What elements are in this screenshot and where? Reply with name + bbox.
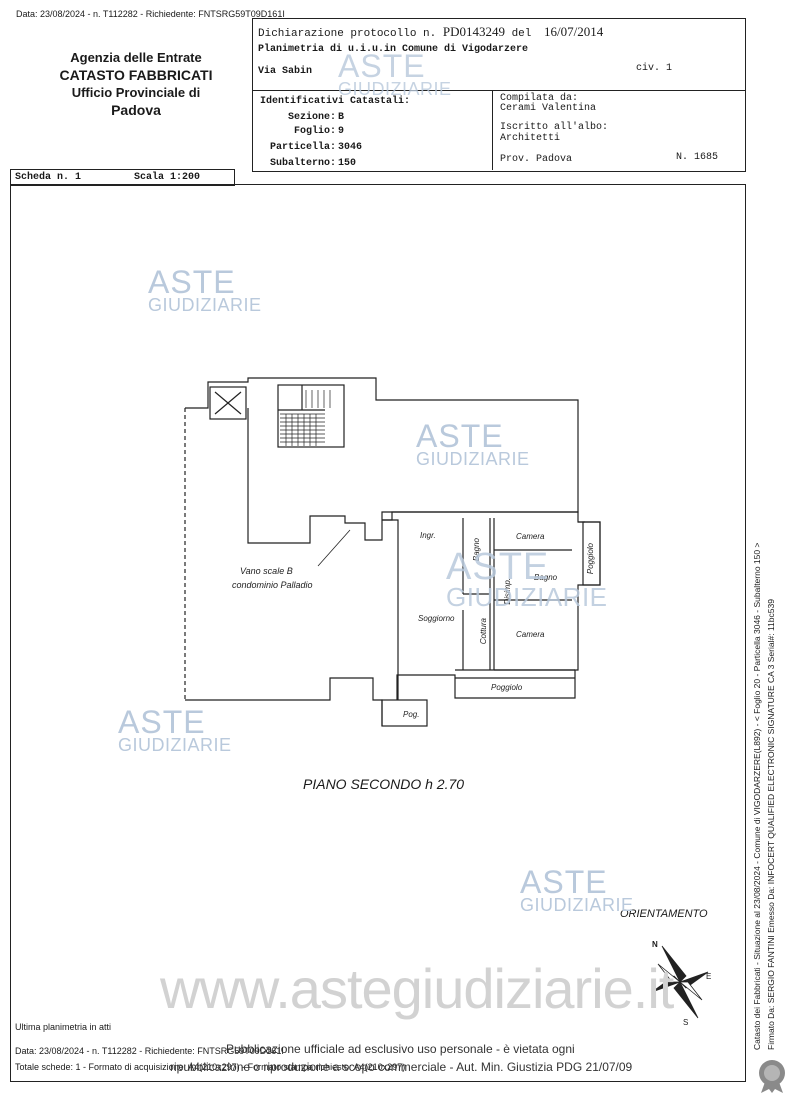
albo-number: N. 1685 xyxy=(676,152,719,163)
room-camera-2: Camera xyxy=(516,630,545,639)
room-bagno-2: Bagno xyxy=(534,573,558,582)
agency-name: Agenzia delle Entrate xyxy=(70,50,202,65)
room-ingresso: Ingr. xyxy=(420,531,436,540)
protocol-number: PD0143249 xyxy=(442,24,505,39)
compass-e: E xyxy=(706,972,712,981)
sezione-label: Sezione: xyxy=(287,112,336,123)
room-poggiolo-bottom: Poggiolo xyxy=(491,683,523,692)
top-print-line: Data: 23/08/2024 - n. T112282 - Richiede… xyxy=(16,9,285,19)
side-catasto-text: Catasto dei Fabbricati - Situazione al 2… xyxy=(752,542,762,1050)
compilata-label: Compilata da: xyxy=(500,93,579,104)
subalterno-label: Subalterno: xyxy=(269,158,336,169)
header-box xyxy=(252,18,746,172)
orientation-label: ORIENTAMENTO xyxy=(620,908,708,920)
compiler-name: Cerami Valentina xyxy=(500,103,597,114)
stair-label-1: Vano scale B xyxy=(240,566,293,576)
planimetria-line: Planimetria di u.i.u.in Comune di Vigoda… xyxy=(258,44,529,55)
scala-label: Scala 1:200 xyxy=(134,172,201,183)
agency-city: Padova xyxy=(111,102,161,118)
protocol-date: 16/07/2014 xyxy=(544,24,604,39)
side-signature-text: Firmato Da: SERGIO FANTINI Emesso Da: IN… xyxy=(766,599,776,1050)
footer-notice-2: ripubblicazione o riproduzione a scopo c… xyxy=(170,1060,633,1074)
room-soggiorno: Soggiorno xyxy=(418,614,455,623)
room-cottura: Cottura xyxy=(479,618,488,645)
particella-label: Particella: xyxy=(269,142,336,153)
dichiarazione-line: Dichiarazione protocollo n. PD0143249 de… xyxy=(258,24,604,40)
compass-n: N xyxy=(652,940,658,949)
province-label: Prov. Padova xyxy=(500,154,573,165)
foglio-label: Foglio: xyxy=(293,126,336,137)
stair-label-2: condominio Palladio xyxy=(232,580,313,590)
agency-office: Ufficio Provinciale di xyxy=(71,85,201,100)
watermark-site: www.astegiudiziarie.it xyxy=(160,957,674,1020)
seal-icon xyxy=(759,1060,785,1093)
ultima-planimetria: Ultima planimetria in atti xyxy=(15,1022,112,1032)
identifiers-title: Identificativi Catastali: xyxy=(260,96,411,107)
civ-number: civ. 1 xyxy=(636,63,673,74)
compass-rose-icon xyxy=(651,945,709,1019)
footer-totale-line: Totale schede: 1 - Formato di acquisizio… xyxy=(15,1062,406,1072)
agency-catasto: CATASTO FABBRICATI xyxy=(59,67,213,83)
sezione-value: B xyxy=(338,112,345,123)
address-line: Via Sabin xyxy=(258,66,313,77)
footer-data-line: Data: 23/08/2024 - n. T112282 - Richiede… xyxy=(15,1046,284,1056)
room-poggiolo-small: Pog. xyxy=(403,710,420,719)
footer-notice-1: Pubblicazione ufficiale ad esclusivo uso… xyxy=(226,1042,575,1056)
floor-label: PIANO SECONDO h 2.70 xyxy=(303,776,465,792)
room-camera-1: Camera xyxy=(516,532,545,541)
header-divider xyxy=(252,90,745,91)
iscritto-label: Iscritto all'albo: xyxy=(500,122,609,133)
albo-value: Architetti xyxy=(500,133,561,144)
drawing-frame xyxy=(10,184,746,1082)
foglio-value: 9 xyxy=(338,126,345,137)
subalterno-value: 150 xyxy=(338,158,357,169)
header-vertical-divider xyxy=(492,90,493,170)
particella-value: 3046 xyxy=(338,142,363,153)
agency-block: Agenzia delle Entrate CATASTO FABBRICATI… xyxy=(36,50,236,118)
scheda-label: Scheda n. 1 xyxy=(15,172,82,183)
scheda-box xyxy=(10,169,235,186)
compass-s: S xyxy=(683,1018,689,1027)
